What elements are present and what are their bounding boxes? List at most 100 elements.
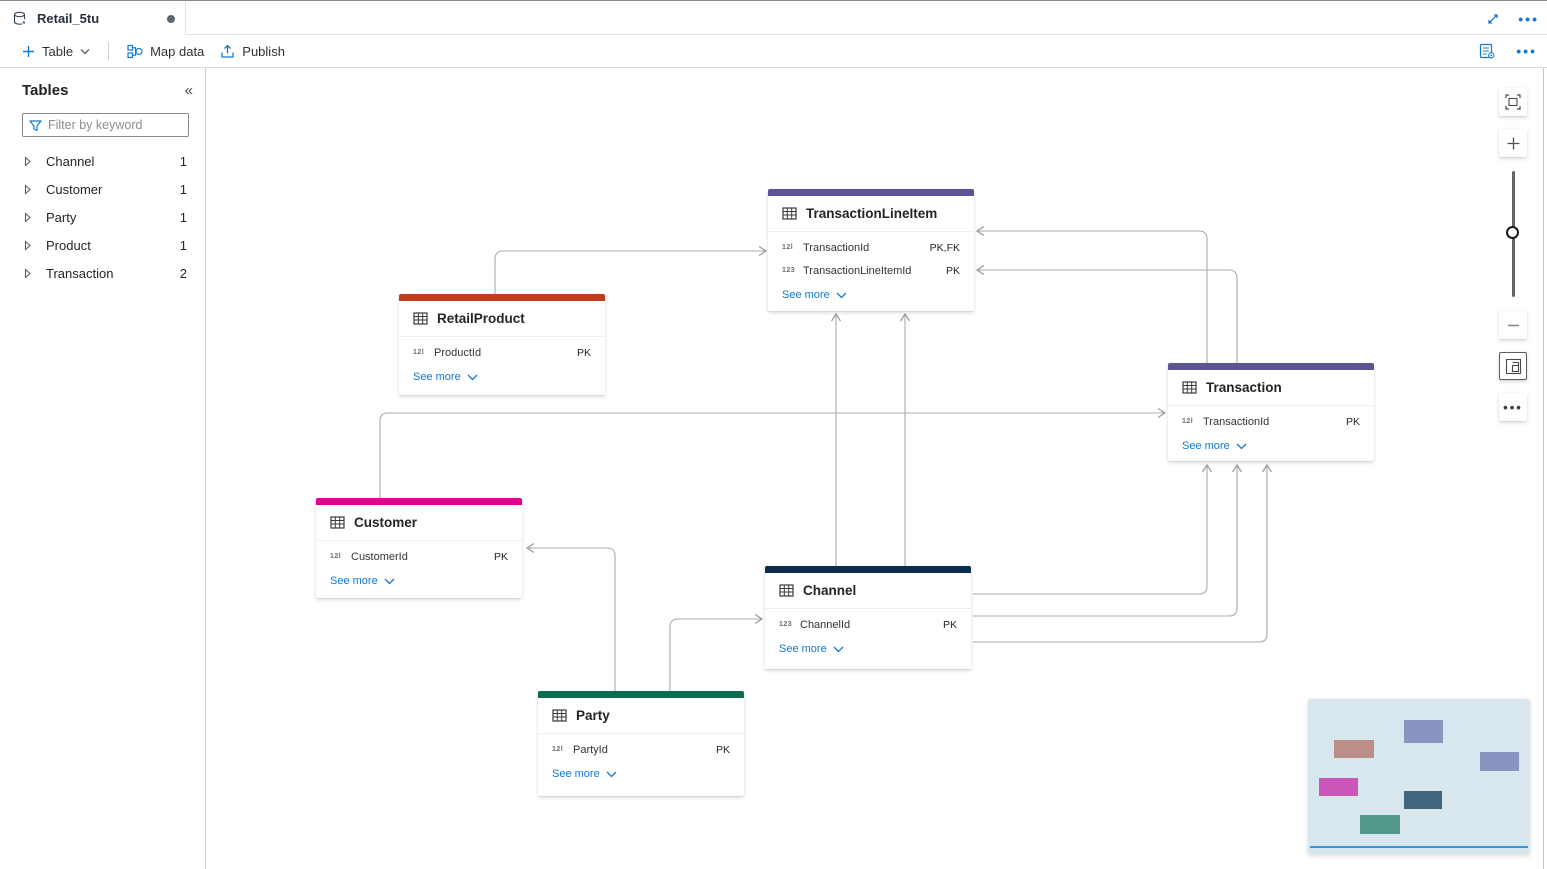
zoom-out-button[interactable] [1499, 311, 1527, 339]
tab-bar: * Retail_5tu ••• [0, 2, 1547, 35]
see-more-label: See more [779, 643, 827, 655]
see-more-link[interactable]: See more [768, 282, 974, 308]
tab-retail-5tu[interactable]: * Retail_5tu [0, 2, 186, 35]
toolbar-more-options-button[interactable]: ••• [1514, 44, 1539, 58]
minimap[interactable] [1308, 699, 1530, 854]
relationship-retailproduct-to-transactionlineitem[interactable] [494, 250, 766, 294]
minimap-viewport[interactable] [1310, 846, 1528, 848]
filter-input[interactable] [48, 118, 168, 132]
add-table-button[interactable]: Table [14, 39, 98, 64]
relationship-channel-to-transaction-1[interactable] [973, 465, 1208, 595]
chevron-right-icon[interactable] [24, 211, 32, 223]
table-header[interactable]: Transaction [1168, 370, 1374, 406]
table-header[interactable]: Customer [316, 505, 522, 541]
chevron-right-icon[interactable] [24, 155, 32, 167]
relationship-customer-to-transaction[interactable] [379, 412, 1165, 498]
canvas-more-options-button[interactable]: ••• [1499, 393, 1527, 421]
sidebar-item-label: Channel [46, 153, 95, 169]
see-more-link[interactable]: See more [316, 568, 522, 594]
table-name: Customer [354, 515, 418, 530]
minimap-table-transactionlineitem [1404, 720, 1443, 743]
map-data-button[interactable]: Map data [119, 39, 212, 64]
canvas-controls: ••• [1499, 88, 1527, 421]
see-more-link[interactable]: See more [1168, 433, 1374, 459]
sidebar-item-product[interactable]: Product 1 [0, 231, 205, 259]
chevron-down-icon [80, 48, 90, 54]
see-more-link[interactable]: See more [399, 364, 605, 390]
numeric-type-icon: 12l [782, 244, 794, 251]
relationship-party-to-customer[interactable] [527, 547, 616, 694]
arrowhead-icon [830, 312, 842, 322]
see-more-label: See more [782, 289, 830, 301]
table-header[interactable]: Party [538, 698, 744, 734]
table-name: Channel [803, 583, 857, 598]
field-name: TransactionId [1203, 415, 1270, 428]
field-name: ChannelId [800, 618, 851, 631]
table-header[interactable]: TransactionLineItem [768, 196, 974, 232]
see-more-link[interactable]: See more [538, 761, 744, 787]
expand-window-button[interactable] [1484, 10, 1502, 28]
tables-panel-title: Tables [22, 82, 69, 99]
table-icon [330, 516, 345, 529]
field-key-badge: PK [942, 618, 957, 631]
field-key-badge: PK [1345, 415, 1360, 428]
tab-more-options-button[interactable]: ••• [1516, 12, 1541, 26]
table-header[interactable]: RetailProduct [399, 301, 605, 337]
fit-to-screen-icon [1505, 94, 1521, 110]
table-color-bar [399, 294, 605, 301]
chevron-right-icon[interactable] [24, 267, 32, 279]
chevron-right-icon[interactable] [24, 183, 32, 195]
zoom-slider-thumb[interactable] [1506, 226, 1519, 239]
sidebar-item-label: Party [46, 209, 77, 225]
zoom-slider[interactable] [1499, 171, 1527, 297]
publish-button[interactable]: Publish [212, 39, 293, 64]
minus-icon [1507, 324, 1519, 326]
sidebar-item-label: Product [46, 237, 91, 253]
relationship-channel-to-transaction-3[interactable] [973, 465, 1268, 643]
collapse-panel-button[interactable]: « [184, 82, 193, 99]
relationship-transaction-to-transactionlineitem-2[interactable] [977, 269, 1238, 369]
field-key-badge: PK [715, 743, 730, 756]
numeric-type-icon: 12l [552, 746, 564, 753]
zoom-in-button[interactable] [1499, 129, 1527, 157]
minimap-table-transaction [1480, 752, 1519, 771]
see-more-link[interactable]: See more [765, 636, 971, 662]
table-header[interactable]: Channel [765, 573, 971, 609]
arrowhead-icon [975, 264, 985, 276]
filter-icon [29, 119, 42, 131]
relationship-channel-to-transaction-2[interactable] [973, 465, 1238, 617]
table-name: Party [576, 708, 610, 723]
canvas-scroll-edge [1543, 68, 1544, 869]
field-key-badge: PK,FK [929, 241, 960, 254]
relationship-party-to-channel[interactable] [669, 618, 762, 694]
table-icon [779, 584, 794, 597]
arrowhead-icon [975, 225, 985, 237]
fit-to-screen-button[interactable] [1499, 88, 1527, 116]
relationship-transaction-to-transactionlineitem-1[interactable] [977, 230, 1208, 369]
properties-panel-button[interactable] [1477, 41, 1498, 62]
toggle-minimap-button[interactable] [1499, 352, 1527, 380]
chevron-right-icon[interactable] [24, 239, 32, 251]
sidebar-item-count: 1 [179, 237, 187, 253]
chevron-down-icon [1236, 443, 1247, 449]
table-icon [413, 312, 428, 325]
